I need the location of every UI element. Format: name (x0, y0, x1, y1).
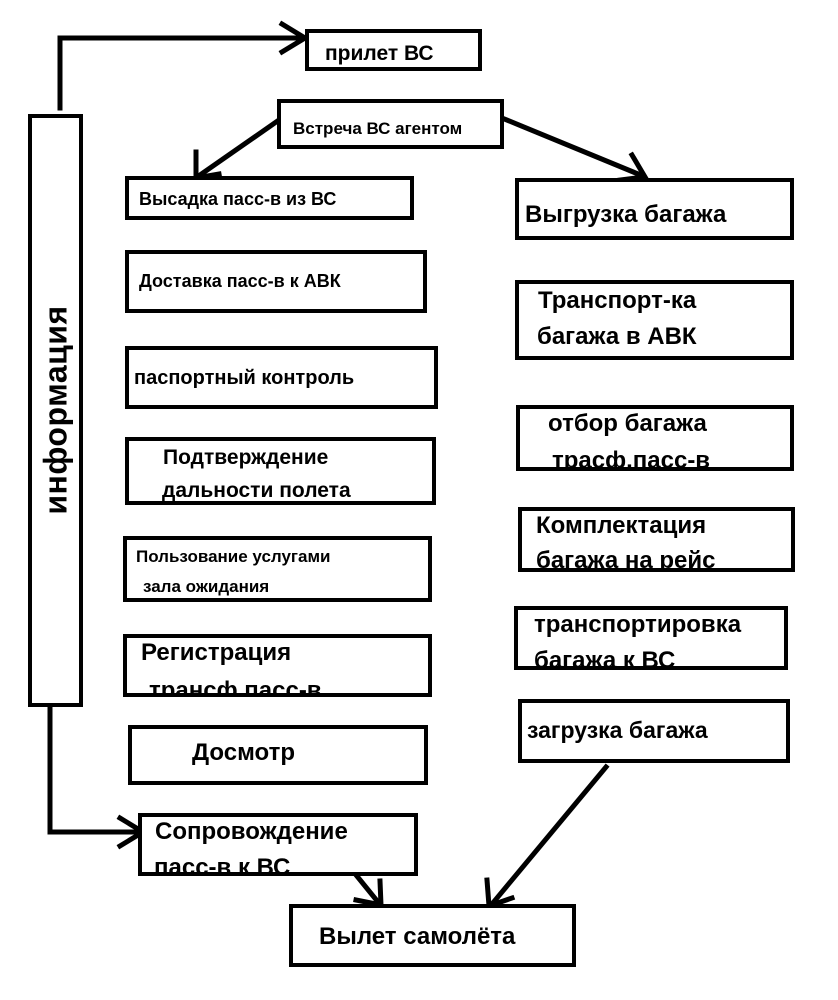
security-box: Досмотр (128, 725, 428, 785)
unloading-label: Выгрузка багажа (525, 201, 727, 228)
security-label: Досмотр (192, 739, 295, 766)
passport-control-label: паспортный контроль (134, 367, 355, 389)
bag-selection-box: отбор багажа трасф.пасс-в (516, 405, 794, 471)
confirm-range-line1: Подтверждение (163, 446, 329, 469)
unloading-box: Выгрузка багажа (515, 178, 794, 240)
bag-assembly-line1: Комплектация (536, 512, 707, 539)
arrival-box: прилет ВС (305, 29, 482, 71)
registration-line2: трансф.пасс-в (149, 677, 322, 697)
agent-meeting-label: Встреча ВС агентом (293, 119, 463, 138)
bag-selection-line1: отбор багажа (548, 410, 707, 437)
information-bar (28, 114, 83, 707)
waiting-room-box: Пользование услугами зала ожидания (123, 536, 432, 602)
registration-line1: Регистрация (141, 639, 292, 666)
escort-line1: Сопровождение (155, 818, 348, 845)
bag-to-aircraft-line1: транспортировка (534, 611, 742, 638)
bag-assembly-box: Комплектация багажа на рейс (518, 507, 795, 572)
escort-line2: пасс-в к ВС (154, 854, 291, 876)
confirm-range-line2: дальности полета (162, 479, 351, 502)
arrow-info-to-arrival (57, 35, 303, 111)
registration-box: Регистрация трансф.пасс-в (123, 634, 432, 697)
disembark-label: Высадка пасс-в из ВС (139, 189, 337, 209)
arrival-label: прилет ВС (325, 42, 434, 65)
bag-to-aircraft-line2: багажа к ВС (534, 647, 676, 674)
departure-label: Вылет самолёта (319, 923, 516, 950)
bag-transport-line1: Транспорт-ка (538, 287, 697, 314)
agent-meeting-box: Встреча ВС агентом (277, 99, 504, 149)
departure-box: Вылет самолёта (289, 904, 576, 967)
information-label: информация (37, 305, 74, 515)
loading-label: загрузка багажа (527, 717, 708, 743)
confirm-range-box: Подтверждение дальности полета (125, 437, 436, 505)
bag-transport-box: Транспорт-ка багажа в АВК (515, 280, 794, 360)
arrow-agent-to-disembark (196, 116, 283, 179)
arrow-loading-to-departure (488, 763, 610, 908)
waiting-room-line1: Пользование услугами (136, 547, 331, 566)
passport-control-box: паспортный контроль (125, 346, 438, 409)
loading-box: загрузка багажа (518, 699, 790, 763)
waiting-room-line2: зала ожидания (143, 577, 270, 596)
bag-to-aircraft-box: транспортировка багажа к ВС (514, 606, 788, 671)
delivery-label: Доставка пасс-в к АВК (139, 271, 341, 291)
disembark-box: Высадка пасс-в из ВС (125, 176, 414, 220)
bag-assembly-line2: багажа на рейс (536, 547, 716, 572)
arrow-agent-to-unloading (498, 114, 647, 180)
bag-transport-line2: багажа в АВК (537, 323, 697, 350)
escort-box: Сопровождение пасс-в к ВС (138, 813, 418, 876)
arrow-info-to-escort (47, 702, 143, 835)
delivery-box: Доставка пасс-в к АВК (125, 250, 427, 313)
bag-selection-line2: трасф.пасс-в (552, 447, 711, 471)
